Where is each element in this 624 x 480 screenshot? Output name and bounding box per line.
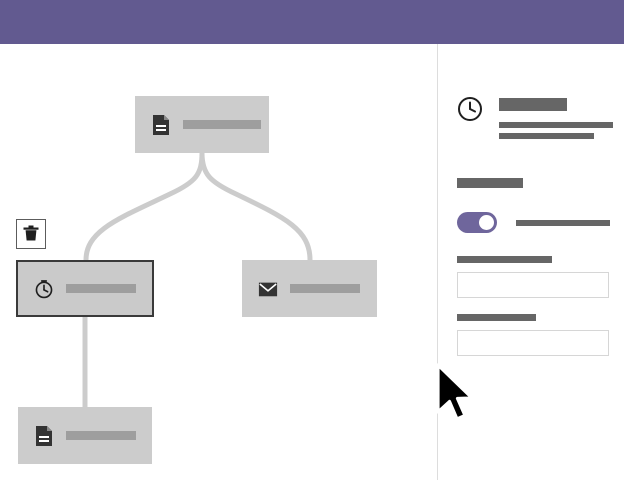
document-icon [36, 425, 52, 446]
flow-node-email[interactable] [242, 260, 377, 317]
flow-node-action[interactable] [18, 407, 152, 464]
field-input[interactable] [457, 272, 609, 298]
clock-icon [458, 97, 482, 121]
panel-description-line [499, 122, 613, 128]
flow-node-delay[interactable] [16, 260, 154, 317]
panel-title [499, 98, 567, 111]
envelope-icon [258, 282, 278, 296]
field-input[interactable] [457, 330, 609, 356]
field-group [457, 256, 609, 298]
flow-node-label [66, 431, 136, 440]
workflow-canvas[interactable] [0, 44, 437, 480]
panel-section-label [457, 178, 523, 188]
delete-node-button[interactable] [16, 219, 46, 249]
panel-description-line [499, 133, 594, 139]
top-app-bar [0, 0, 624, 44]
flow-node-label [290, 284, 360, 293]
enable-toggle[interactable] [457, 212, 497, 233]
document-icon [153, 114, 169, 135]
flow-node-label [66, 284, 136, 293]
panel-header [457, 96, 613, 139]
field-group [457, 314, 609, 356]
field-label [457, 256, 552, 263]
clock-icon [35, 279, 53, 298]
connector-trigger-email [199, 150, 313, 263]
trash-icon [23, 225, 39, 241]
connector-trigger-delay [83, 150, 205, 263]
toggle-label [516, 219, 610, 226]
node-properties-panel [437, 44, 624, 480]
flow-node-label [183, 120, 261, 129]
toggle-knob [479, 215, 494, 230]
toggle-row [457, 212, 610, 233]
flow-node-trigger[interactable] [135, 96, 269, 153]
field-label [457, 314, 536, 321]
